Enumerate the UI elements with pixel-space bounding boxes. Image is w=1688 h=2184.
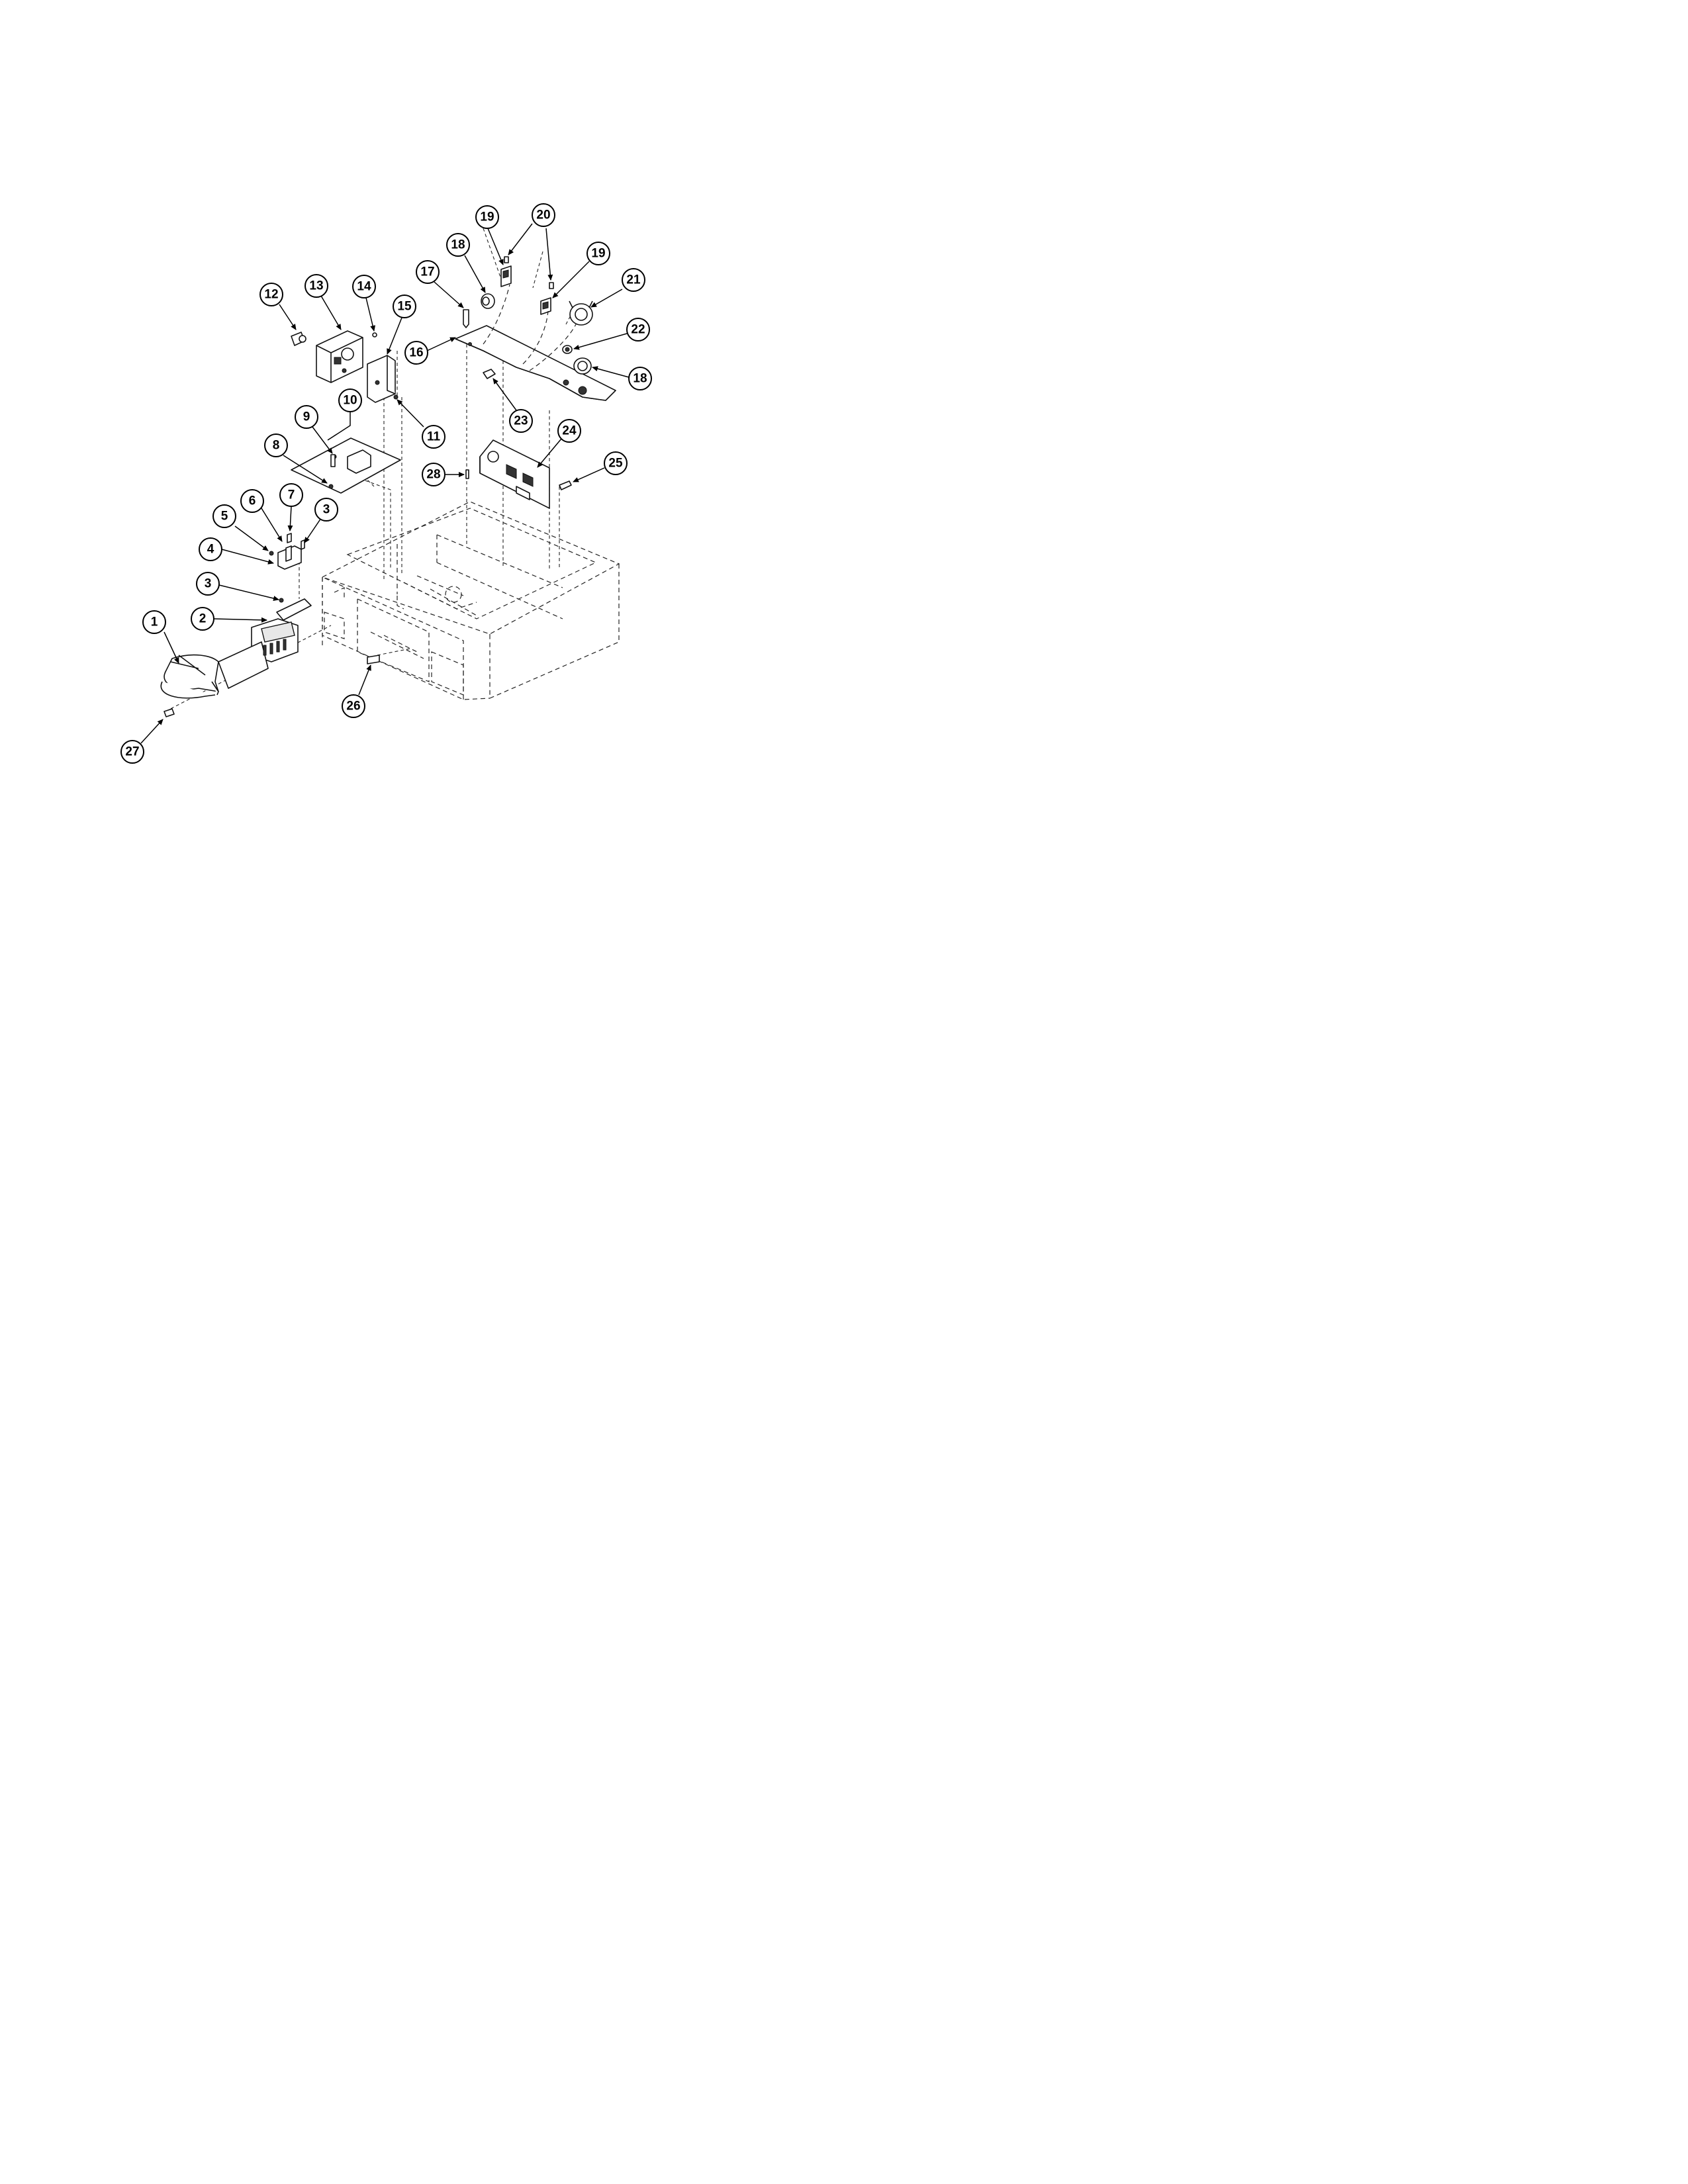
callout-20: 20 [532,203,555,227]
terminal-block [218,618,299,689]
callout-19: 19 [586,242,610,265]
callout-23: 23 [509,409,533,433]
selector-21 [569,300,593,326]
callout-17: 17 [416,260,440,284]
screw-25 [559,480,572,490]
callout-15: 15 [393,295,416,318]
callout-25: 25 [604,451,628,475]
callout-6: 6 [240,489,264,513]
svg-text:8: 8 [273,439,280,453]
callout-12: 12 [259,283,283,306]
callout-2: 2 [191,607,214,631]
callout-11: 11 [422,425,445,449]
svg-text:6: 6 [249,494,256,508]
callout-3: 3 [196,572,220,596]
switch-19-right [540,297,551,315]
callout-22: 22 [626,318,650,341]
knob-18-top [481,293,495,309]
mounting-plate [276,598,312,621]
callout-5: 5 [212,504,236,528]
callout-18: 18 [446,233,470,257]
svg-text:23: 23 [514,414,528,428]
callout-26: 26 [342,694,365,718]
svg-text:19: 19 [480,210,494,224]
leader-lines [140,223,630,744]
wire-harness [483,284,577,371]
callout-1: 1 [142,610,166,634]
svg-text:24: 24 [562,424,577,438]
latch-assembly [269,533,305,570]
svg-text:21: 21 [626,273,641,287]
callout-4: 4 [199,537,222,561]
svg-text:18: 18 [451,238,465,252]
callouts: 1 2 3 3 4 5 6 7 8 9 10 11 12 13 14 15 16… [120,203,652,764]
svg-text:11: 11 [427,430,441,444]
callout-18: 18 [628,367,652,390]
svg-text:9: 9 [303,410,310,424]
callout-14: 14 [352,275,376,298]
callout-10: 10 [338,388,362,412]
cabinet-base [321,501,620,700]
svg-text:28: 28 [426,468,440,482]
callout-13: 13 [305,274,328,298]
screw-27 [164,708,175,717]
svg-text:27: 27 [125,745,139,759]
svg-text:2: 2 [199,612,207,626]
callout-16: 16 [404,341,428,365]
svg-text:3: 3 [323,503,330,517]
switch-19-top [500,265,512,287]
label-26 [367,655,380,664]
pin-28 [465,469,469,479]
callout-7: 7 [279,483,303,507]
svg-text:26: 26 [346,700,360,713]
svg-text:3: 3 [205,577,212,591]
control-board [479,439,550,509]
svg-text:4: 4 [207,543,214,557]
screw-17 [463,309,469,328]
exploded-parts-diagram: 1 2 3 3 4 5 6 7 8 9 10 11 12 13 14 15 16… [120,203,652,764]
screw-14 [372,332,377,338]
svg-text:22: 22 [631,323,645,337]
switch-plate [291,437,401,494]
svg-text:19: 19 [591,247,605,261]
callout-24: 24 [557,419,581,443]
svg-text:7: 7 [288,488,295,502]
svg-text:25: 25 [608,457,623,471]
callout-28: 28 [422,463,445,486]
callout-8: 8 [264,433,288,457]
screw-20 [504,256,554,289]
svg-text:10: 10 [343,394,357,408]
svg-text:12: 12 [264,288,278,302]
clip-23 [483,369,496,379]
callout-27: 27 [120,740,144,764]
svg-text:17: 17 [420,265,434,279]
svg-text:20: 20 [536,208,550,222]
svg-text:1: 1 [151,615,158,629]
knob-shaft [291,332,306,346]
callout-21: 21 [622,268,645,292]
callout-3: 3 [314,498,338,522]
timer [316,330,363,383]
timer-bracket [367,355,399,403]
svg-text:13: 13 [309,279,323,293]
svg-text:5: 5 [221,510,228,523]
knob-18-bottom [573,357,592,375]
control-bracket [455,325,616,401]
svg-text:18: 18 [633,372,647,386]
nut-22 [562,345,573,354]
callout-9: 9 [295,405,318,429]
svg-text:16: 16 [409,346,423,360]
svg-text:15: 15 [397,300,412,314]
wire-bail [160,654,219,699]
svg-text:14: 14 [357,280,371,294]
callout-19: 19 [475,205,499,229]
